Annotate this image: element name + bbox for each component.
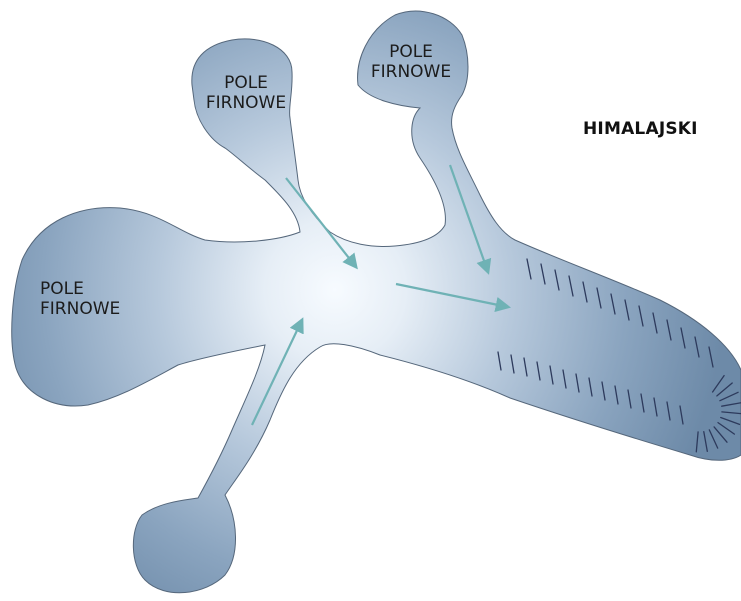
firn-field-label-line2: FIRNOWE [194,93,298,113]
firn-field-label-1: POLE FIRNOWE [194,73,298,113]
firn-field-label-line2: FIRNOWE [356,62,466,82]
firn-field-label-line1: POLE [194,73,298,93]
firn-field-label-2: POLE FIRNOWE [356,42,466,82]
firn-field-label-line1: POLE [356,42,466,62]
firn-field-label-3: POLE FIRNOWE [40,279,150,319]
firn-field-label-line2: FIRNOWE [40,299,150,319]
firn-field-label-line1: POLE [40,279,150,299]
glacier-type-label: HIMALAJSKI [583,119,698,139]
